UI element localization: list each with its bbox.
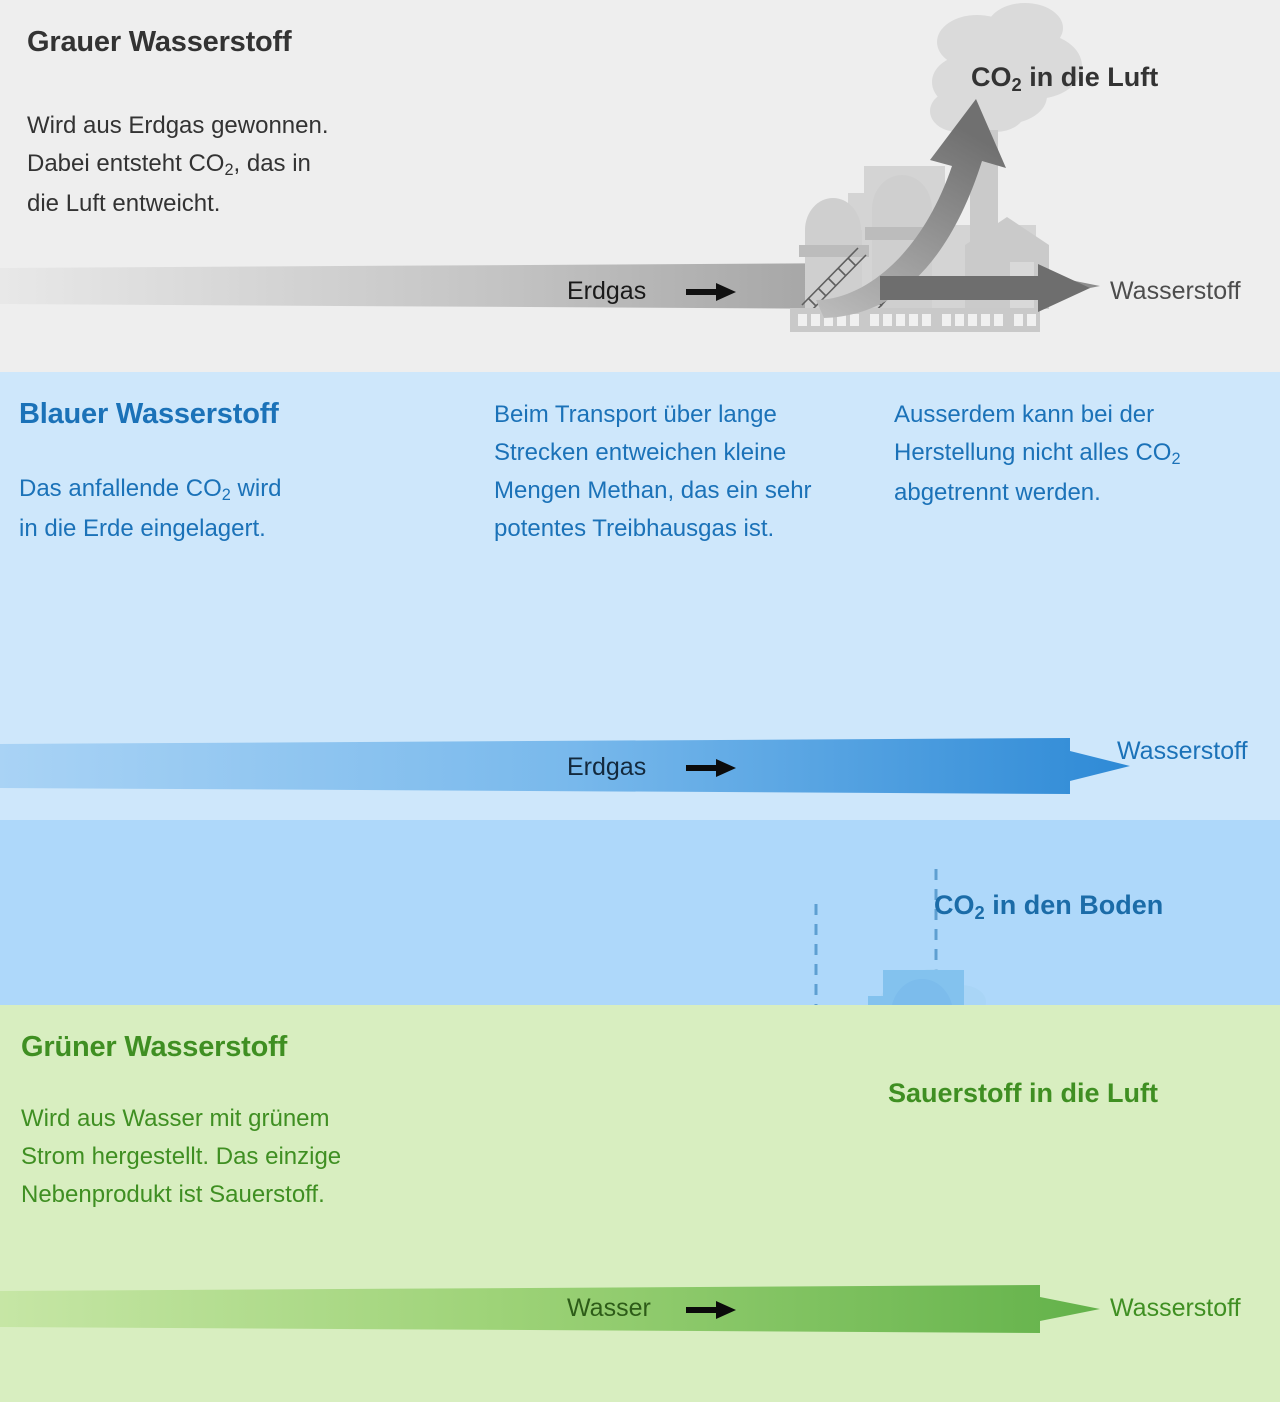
- arrow-right-icon: [686, 283, 736, 301]
- note-capture-line-1: Ausserdem kann bei der: [894, 401, 1155, 428]
- emission-label-sauerstoff: Sauerstoff in die Luft: [888, 1078, 1158, 1108]
- factory-scene-gray: [790, 3, 1090, 332]
- emission-label-co2-boden: CO2 in den Boden: [934, 890, 1164, 923]
- heading-blauer-wasserstoff: Blauer Wasserstoff: [19, 398, 279, 430]
- desc-line-1: Wird aus Erdgas gewonnen.: [27, 112, 329, 139]
- description-gruener-wasserstoff: Wird aus Wasser mit grünem Strom hergest…: [21, 1100, 341, 1214]
- desc-line-2b: , das in: [233, 150, 311, 177]
- flow-band-erdgas-blue: [0, 738, 1130, 794]
- input-label-erdgas-blue: Erdgas: [567, 753, 647, 781]
- desc-line-3: die Luft entweicht.: [27, 190, 221, 217]
- desc-line-1b: wird: [230, 475, 282, 502]
- note-capture-line-3: abgetrennt werden.: [894, 479, 1101, 506]
- arrow-right-icon: [686, 759, 736, 777]
- description-blauer-wasserstoff: Das anfallende CO2 wird in die Erde eing…: [19, 470, 282, 548]
- section-gruener-wasserstoff: Grüner Wasserstoff Wird aus Wasser mit g…: [0, 1005, 1280, 1402]
- factory-icon: [868, 970, 964, 1005]
- desc-line-1: Wird aus Wasser mit grünem: [21, 1105, 330, 1132]
- note-methane-line-1: Beim Transport über lange: [494, 401, 777, 428]
- desc-line-1a: Das anfallende CO: [19, 475, 222, 502]
- emission-text-b: in die Luft: [1021, 62, 1159, 92]
- note-capture-line-2a: Herstellung nicht alles CO: [894, 439, 1172, 466]
- output-label-wasserstoff-gray: Wasserstoff: [1110, 277, 1241, 305]
- output-label-wasserstoff-green: Wasserstoff: [1110, 1294, 1241, 1322]
- input-label-wasser-green: Wasser: [567, 1294, 651, 1322]
- desc-line-2-sub: 2: [224, 161, 234, 180]
- input-label-erdgas-gray: Erdgas: [567, 277, 647, 305]
- emission-sub: 2: [974, 901, 985, 923]
- arrow-up-icon: [816, 99, 1006, 318]
- note-methane-transport: Beim Transport über lange Strecken entwe…: [494, 396, 812, 548]
- arrow-right-icon: [686, 1301, 736, 1319]
- section-grauer-wasserstoff: Grauer Wasserstoff Wird aus Erdgas gewon…: [0, 0, 1280, 372]
- emission-text-b: in den Boden: [984, 890, 1164, 920]
- heading-grauer-wasserstoff: Grauer Wasserstoff: [27, 26, 292, 58]
- arrow-right-icon: [880, 264, 1090, 312]
- desc-line-2: Strom hergestellt. Das einzige: [21, 1143, 342, 1170]
- output-label-wasserstoff-blue: Wasserstoff: [1117, 737, 1248, 765]
- emission-label-co2-luft: CO2 in die Luft: [971, 62, 1159, 95]
- emission-sub: 2: [1011, 73, 1022, 95]
- description-grauer-wasserstoff: Wird aus Erdgas gewonnen. Dabei entsteht…: [27, 107, 329, 223]
- note-co2-capture: Ausserdem kann bei der Herstellung nicht…: [894, 396, 1181, 512]
- section-blauer-wasserstoff: Blauer Wasserstoff Das anfallende CO2 wi…: [0, 372, 1280, 1005]
- desc-line-2a: Dabei entsteht CO: [27, 150, 225, 177]
- ground-layer: [0, 820, 1280, 1005]
- desc-line-2: in die Erde eingelagert.: [19, 515, 266, 542]
- note-methane-line-4: potentes Treibhausgas ist.: [494, 515, 775, 542]
- desc-line-3: Nebenprodukt ist Sauerstoff.: [21, 1181, 325, 1208]
- factory-scene-blue: [814, 869, 986, 1005]
- note-capture-sub: 2: [1171, 450, 1181, 469]
- desc-line-1-sub: 2: [221, 486, 231, 505]
- note-methane-line-2: Strecken entweichen kleine: [494, 439, 787, 466]
- emission-text-a: CO: [971, 62, 1012, 92]
- heading-gruener-wasserstoff: Grüner Wasserstoff: [21, 1031, 288, 1063]
- note-methane-line-3: Mengen Methan, das ein sehr: [494, 477, 812, 504]
- emission-text-a: CO: [934, 890, 975, 920]
- flow-band-wasser-green: [0, 1285, 1100, 1333]
